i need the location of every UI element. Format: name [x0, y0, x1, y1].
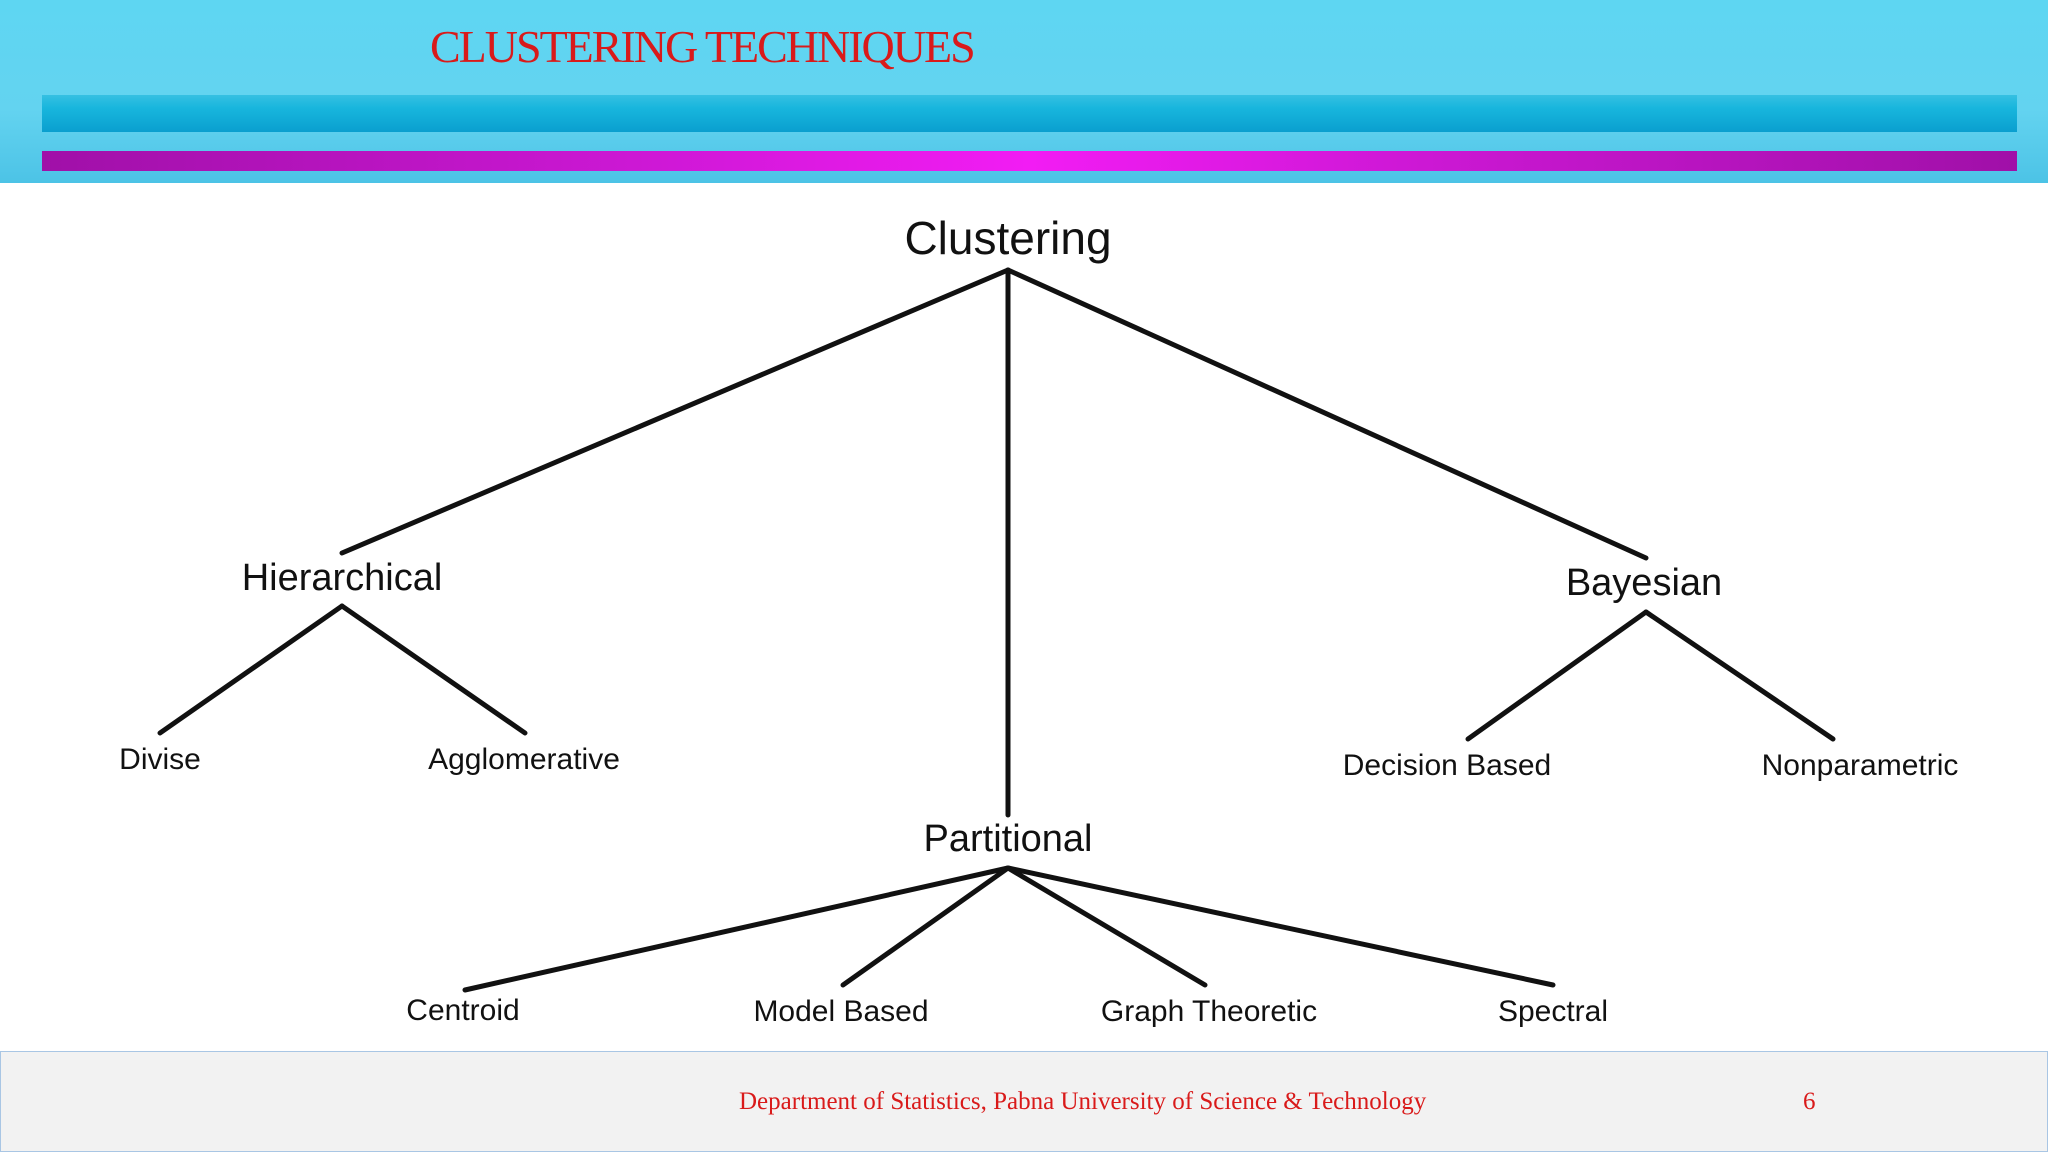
footer-department: Department of Statistics, Pabna Universi… [739, 1088, 1427, 1115]
edge-hierarchical-divise [157, 603, 345, 736]
edge-partitional-spectral [1005, 865, 1556, 988]
node-agglomerative: Agglomerative [428, 743, 620, 776]
page-number: 6 [1803, 1088, 1816, 1115]
edge-partitional-model-based [840, 865, 1011, 988]
cyan-divider-bar [42, 95, 2017, 132]
edge-bayesian-decision-based [1465, 609, 1649, 742]
header-banner: CLUSTERING TECHNIQUES [0, 0, 2048, 183]
node-divise: Divise [119, 743, 201, 776]
edge-root-bayesian [1005, 267, 1649, 561]
node-partitional: Partitional [924, 818, 1093, 860]
node-clustering: Clustering [904, 212, 1111, 264]
edge-root-hierarchical [339, 267, 1011, 556]
magenta-divider-bar [42, 151, 2017, 171]
node-model-based: Model Based [753, 995, 928, 1028]
node-graph-theoretic: Graph Theoretic [1101, 995, 1317, 1028]
node-centroid: Centroid [406, 994, 519, 1027]
edge-bayesian-nonparametric [1643, 609, 1836, 742]
edge-partitional-centroid [462, 865, 1011, 993]
slide-footer: Department of Statistics, Pabna Universi… [0, 1051, 2048, 1152]
edge-hierarchical-agglomerative [339, 603, 528, 736]
edge-partitional-graph-theoretic [1005, 865, 1208, 988]
node-decision-based: Decision Based [1343, 749, 1551, 782]
node-hierarchical: Hierarchical [242, 557, 443, 599]
slide-title: CLUSTERING TECHNIQUES [430, 21, 976, 72]
node-spectral: Spectral [1498, 995, 1608, 1028]
node-nonparametric: Nonparametric [1762, 749, 1959, 782]
node-bayesian: Bayesian [1566, 562, 1722, 604]
